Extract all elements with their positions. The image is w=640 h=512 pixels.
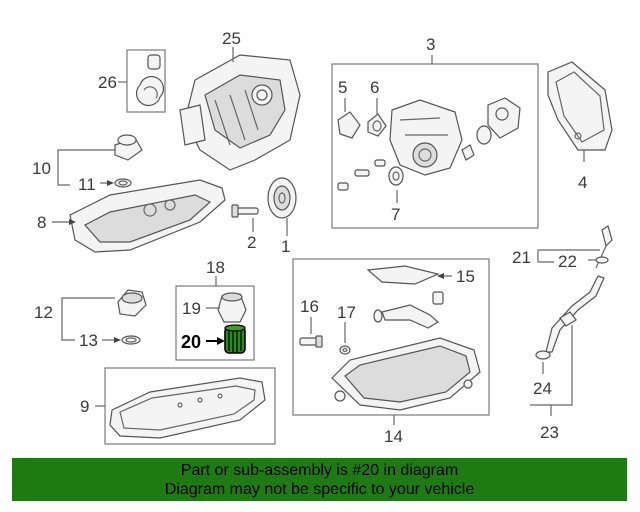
gasket-part-26[interactable] (136, 54, 164, 106)
parts-diagram: 25 26 10 11 8 1 2 (32, 29, 613, 446)
callout-20: 20 (181, 332, 201, 352)
oil-filter-part-20[interactable] (224, 324, 246, 354)
oil-pan-body[interactable] (331, 337, 481, 411)
dipstick-tube[interactable] (545, 275, 605, 353)
callout-8: 8 (37, 213, 46, 232)
callout-7: 7 (391, 205, 400, 224)
sprocket-part-1[interactable] (267, 177, 297, 219)
callout-18: 18 (206, 258, 225, 277)
timing-parts-right[interactable] (461, 97, 521, 161)
box-18 (175, 285, 255, 361)
callout-11: 11 (78, 175, 96, 194)
callout-25: 25 (222, 29, 241, 48)
callout-9: 9 (80, 397, 89, 416)
leader-10a (57, 149, 115, 168)
filter-cap-part-12[interactable] (117, 289, 147, 317)
callout-4: 4 (578, 173, 587, 192)
callout-16: 16 (300, 297, 319, 316)
callout-3: 3 (426, 35, 435, 54)
banner-line-1: Part or sub-assembly is #20 in diagram (180, 462, 459, 479)
seal-part-13[interactable] (121, 335, 141, 345)
baffle-part-15[interactable] (366, 265, 440, 285)
box-14 (292, 258, 490, 416)
seal-part-6[interactable] (367, 113, 387, 137)
arrow-11 (107, 180, 114, 186)
box-3 (331, 63, 539, 229)
callout-19: 19 (182, 299, 201, 318)
leader-21a (537, 249, 600, 257)
callout-5: 5 (338, 78, 347, 97)
arrow-15 (437, 273, 444, 279)
leader-12b (61, 312, 75, 341)
banner-line-2: Diagram may not be specific to your vehi… (164, 481, 475, 498)
callout-23: 23 (540, 423, 559, 442)
callout-1: 1 (281, 237, 290, 256)
pickup-tube[interactable] (373, 291, 444, 329)
gasket-part-5[interactable] (337, 111, 361, 139)
callout-13: 13 (79, 331, 98, 350)
seal-part-11[interactable] (114, 178, 132, 188)
box-26 (126, 49, 166, 113)
callout-10: 10 (32, 159, 51, 178)
callout-26: 26 (98, 73, 117, 92)
pan-gasket-part-9[interactable] (109, 377, 266, 439)
seal-part-24[interactable] (535, 350, 551, 360)
leader-21b (537, 257, 554, 263)
small-hardware[interactable] (337, 159, 386, 191)
callout-17: 17 (337, 303, 356, 322)
seal-part-22[interactable] (595, 256, 609, 264)
callout-6: 6 (370, 78, 379, 97)
oil-filler-cap-part-10[interactable] (114, 134, 143, 161)
callout-21: 21 (512, 248, 531, 267)
leader-12a (61, 297, 115, 312)
callout-14: 14 (384, 427, 403, 446)
washer-part-17[interactable] (339, 345, 351, 355)
callout-15: 15 (456, 267, 475, 286)
cover-gasket-part-4[interactable] (547, 61, 613, 151)
info-banner: Part or sub-assembly is #20 in diagram D… (12, 458, 627, 501)
seal-part-7[interactable] (388, 166, 404, 186)
arrow-8 (69, 219, 76, 225)
arrow-20 (217, 337, 225, 345)
bolt-part-16[interactable] (299, 335, 323, 348)
callout-2: 2 (247, 233, 256, 252)
filter-cap-part-19[interactable] (217, 292, 247, 323)
bolt-part-2[interactable] (231, 204, 259, 218)
callout-24: 24 (533, 379, 552, 398)
callout-12: 12 (34, 303, 53, 322)
valve-cover-part-8[interactable] (69, 179, 226, 253)
intake-manifold-part-25[interactable] (179, 54, 301, 171)
timing-cover-body[interactable] (389, 99, 463, 176)
leader-23 (530, 325, 573, 406)
callout-22: 22 (558, 252, 577, 271)
leader-10b (57, 168, 70, 186)
arrow-13 (114, 337, 121, 343)
